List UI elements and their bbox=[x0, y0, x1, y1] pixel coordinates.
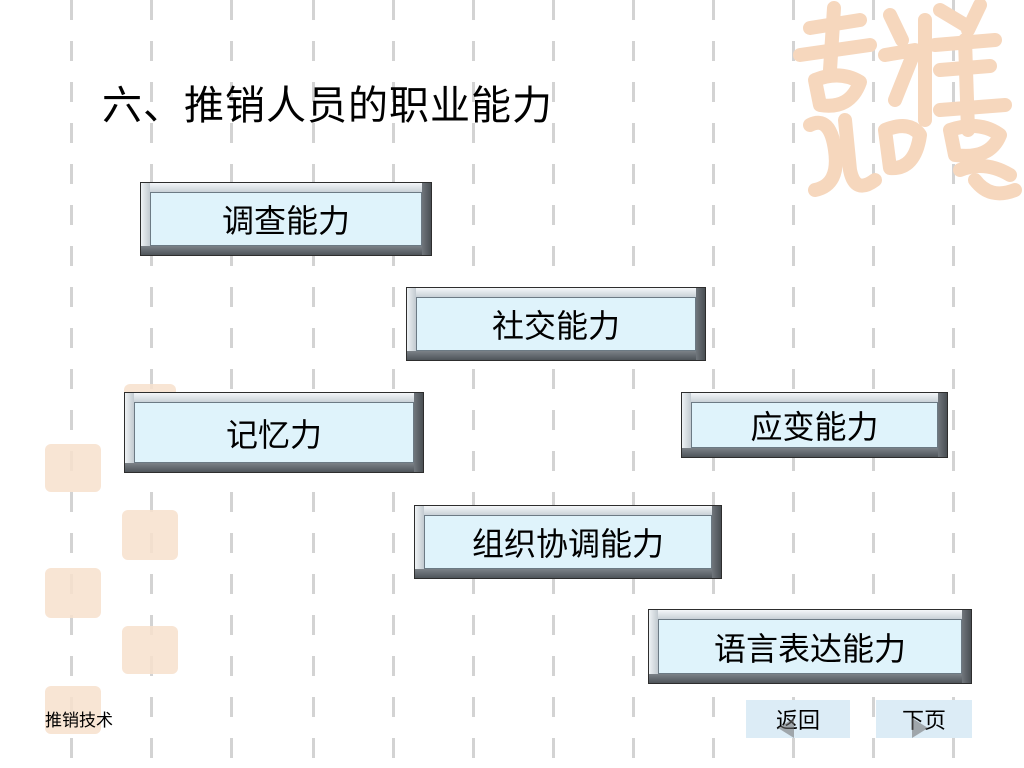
ability-label: 应变能力 bbox=[691, 402, 938, 448]
arrow-left-icon bbox=[778, 718, 794, 738]
ability-box-memory: 记忆力 bbox=[124, 392, 424, 473]
seal-stamp-logo bbox=[45, 686, 101, 734]
ability-box-social: 社交能力 bbox=[406, 287, 706, 361]
ability-box-language: 语言表达能力 bbox=[648, 609, 972, 684]
back-button[interactable]: 返回 bbox=[746, 700, 850, 738]
ability-box-adaptability: 应变能力 bbox=[681, 392, 948, 458]
next-page-button[interactable]: 下页 bbox=[876, 700, 972, 738]
ability-box-research: 调查能力 bbox=[140, 182, 432, 256]
calligraphy-watermark-logo bbox=[790, 0, 1024, 215]
ability-label: 语言表达能力 bbox=[658, 619, 962, 674]
ability-label: 调查能力 bbox=[150, 192, 422, 246]
ability-label: 记忆力 bbox=[134, 402, 414, 463]
footer-course-name: 推销技术 bbox=[45, 711, 113, 731]
arrow-right-icon bbox=[912, 718, 928, 738]
ability-box-coordination: 组织协调能力 bbox=[414, 505, 722, 579]
seal-stamp-logo bbox=[122, 510, 178, 560]
ability-label: 社交能力 bbox=[416, 297, 696, 351]
seal-stamp-logo bbox=[45, 444, 101, 492]
ability-label: 组织协调能力 bbox=[424, 515, 712, 569]
seal-stamp-logo bbox=[122, 626, 178, 674]
seal-stamp-logo bbox=[45, 568, 101, 618]
slide-title: 六、推销人员的职业能力 bbox=[102, 83, 553, 129]
